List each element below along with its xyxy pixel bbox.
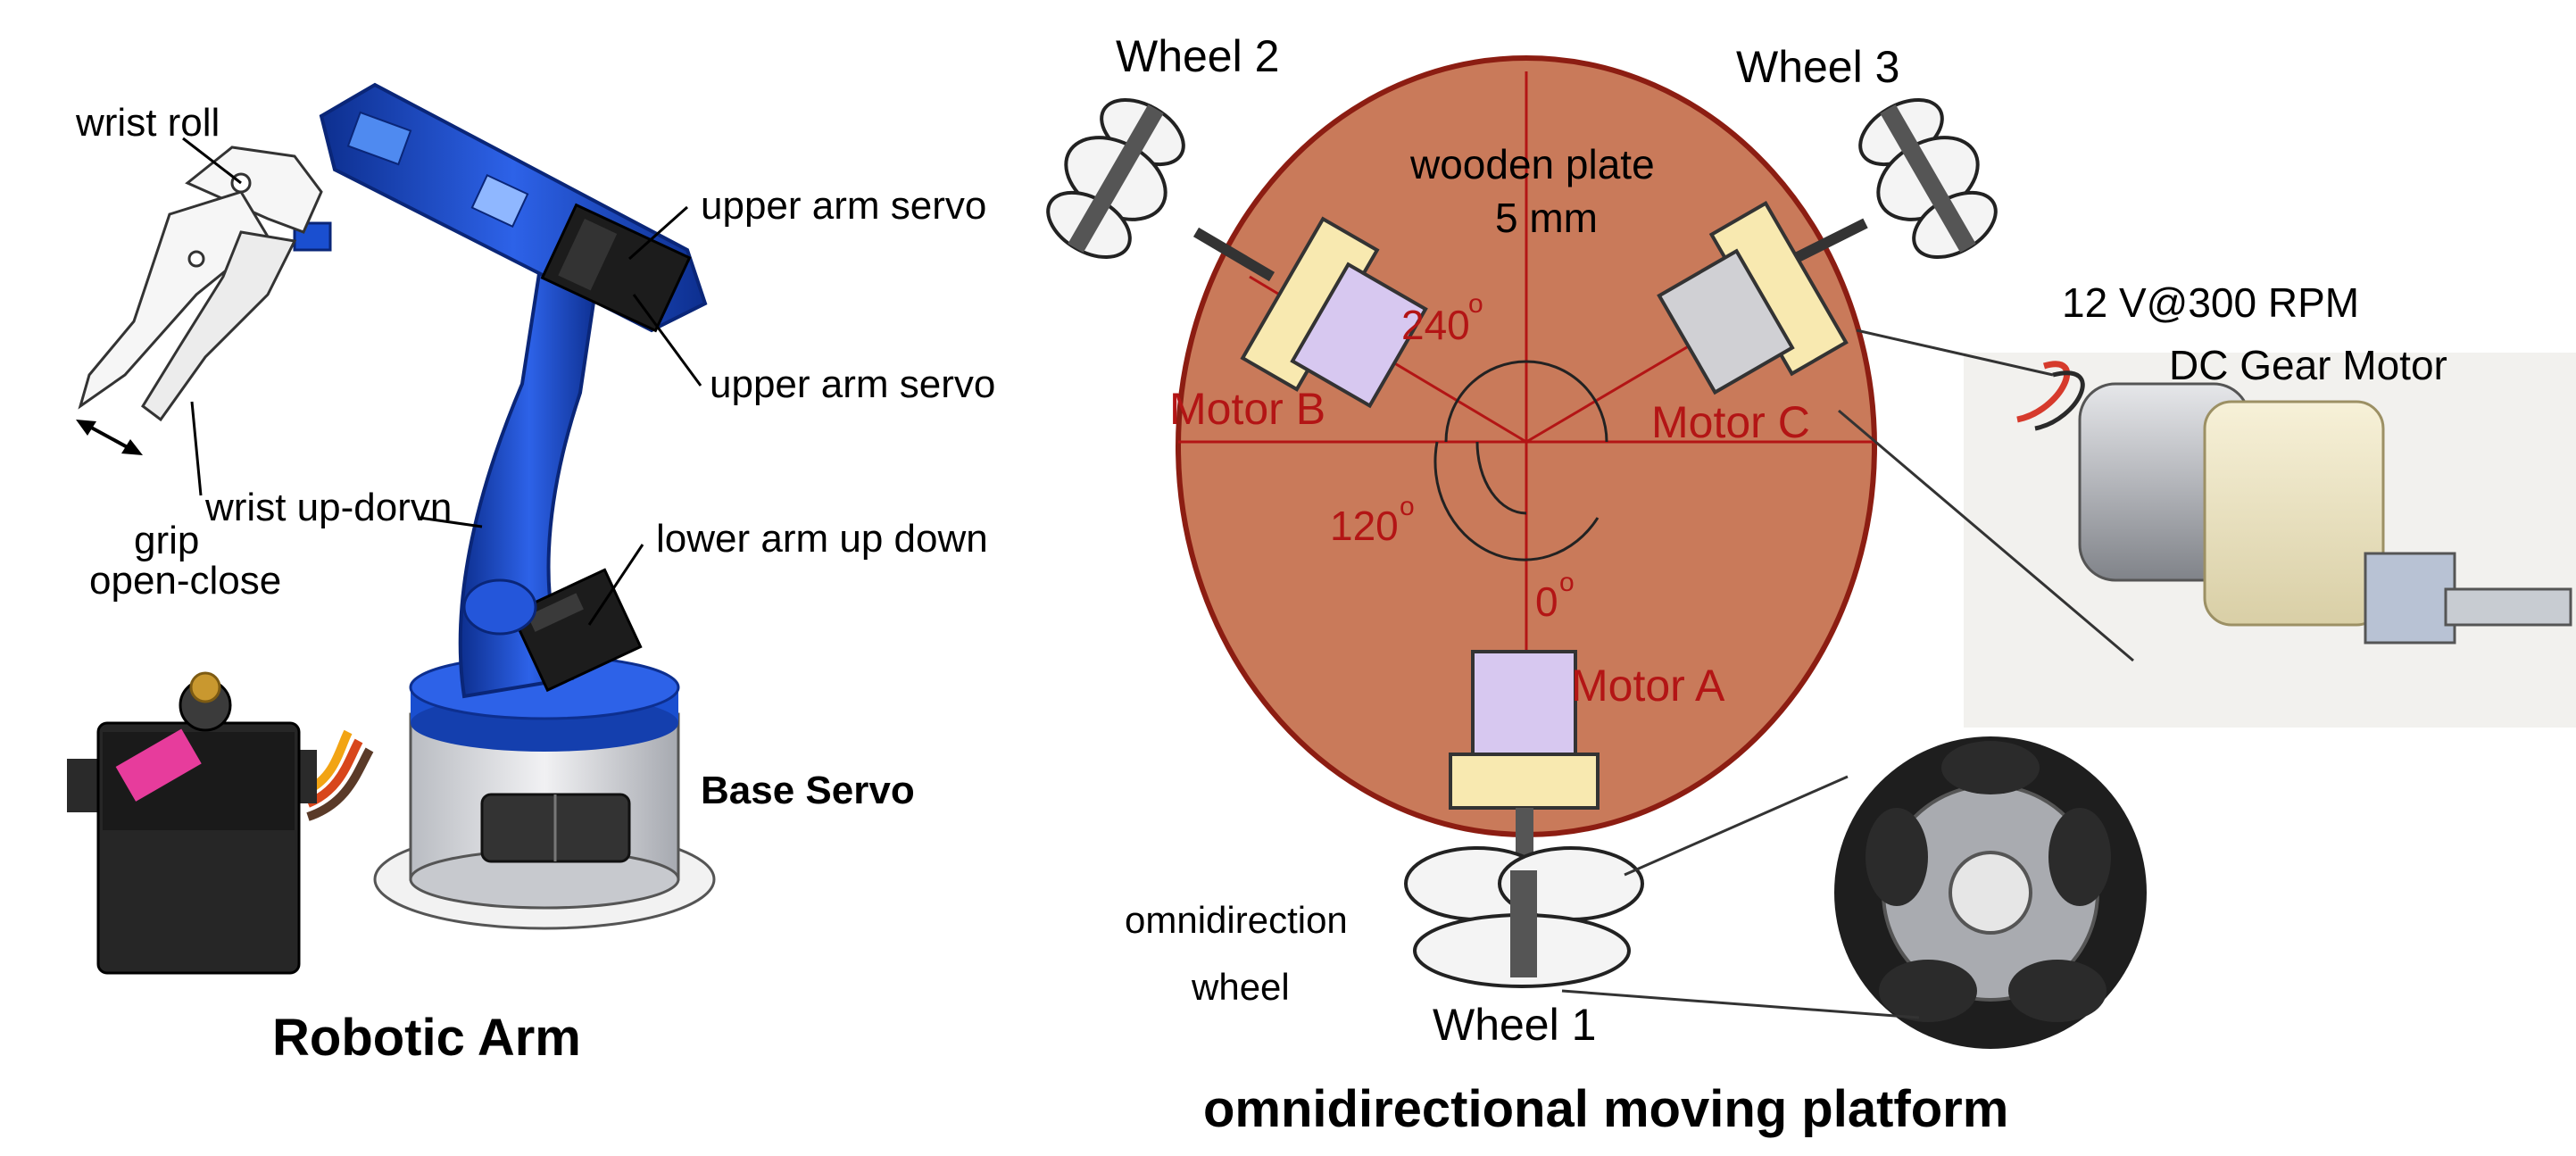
- label-motor-c: Motor C: [1651, 397, 1810, 447]
- label-upper-arm-servo-1: upper arm servo: [701, 184, 986, 228]
- label-wrist-up-down: wrist up-dorvn: [204, 486, 452, 529]
- label-omni-wheel-1: omnidirection: [1125, 899, 1348, 941]
- label-plate-thickness: 5 mm: [1495, 195, 1598, 241]
- label-motor-a: Motor A: [1571, 661, 1725, 711]
- label-angle-120: 120: [1330, 503, 1399, 549]
- servo-photo: [67, 671, 374, 975]
- motor-c: [1657, 200, 1849, 395]
- label-motor-spec-1: 12 V@300 RPM: [2062, 279, 2359, 326]
- connector-lines: [1561, 329, 2134, 1019]
- wheel-1: [1404, 846, 1644, 988]
- degree-240: o: [1468, 289, 1483, 319]
- label-wrist-roll: wrist roll: [75, 101, 220, 145]
- motor-a: [1449, 650, 1600, 870]
- label-open-close: open-close: [89, 559, 281, 603]
- label-wheel-1: Wheel 1: [1433, 1000, 1596, 1050]
- grip-arrow: [76, 420, 143, 455]
- degree-120: o: [1400, 492, 1415, 521]
- lower-arm: [458, 265, 643, 699]
- label-motor-spec-2: DC Gear Motor: [2169, 342, 2447, 388]
- dc-gear-motor-photo: [1964, 353, 2576, 728]
- angle-arcs: [1433, 360, 1608, 561]
- motor-b: [1240, 216, 1428, 409]
- label-base-servo: Base Servo: [701, 769, 915, 812]
- label-wooden-plate: wooden plate: [1409, 141, 1655, 187]
- gripper: [78, 146, 332, 422]
- caption-robotic-arm: Robotic Arm: [272, 1009, 581, 1067]
- omni-platform-diagram: [1046, 55, 2576, 1049]
- label-angle-240: 240: [1401, 302, 1470, 348]
- label-motor-b: Motor B: [1169, 384, 1325, 434]
- degree-0: o: [1559, 568, 1575, 597]
- omni-wheel-photo: [1834, 736, 2147, 1049]
- label-grip: grip: [134, 519, 199, 562]
- label-lower-arm: lower arm up down: [656, 517, 988, 561]
- robotic-arm-illustration: [67, 82, 716, 975]
- upper-arm: [319, 82, 708, 333]
- label-angle-0: 0: [1535, 578, 1558, 625]
- arm-leader-lines: [182, 137, 702, 626]
- wheel-2: [1046, 97, 1276, 282]
- caption-omni-platform: omnidirectional moving platform: [1203, 1080, 2008, 1138]
- label-omni-wheel-2: wheel: [1191, 966, 1290, 1008]
- wheel-3: [1774, 97, 1998, 273]
- label-wheel-3: Wheel 3: [1736, 42, 1899, 92]
- label-wheel-2: Wheel 2: [1116, 31, 1279, 81]
- label-upper-arm-servo-2: upper arm servo: [710, 362, 995, 406]
